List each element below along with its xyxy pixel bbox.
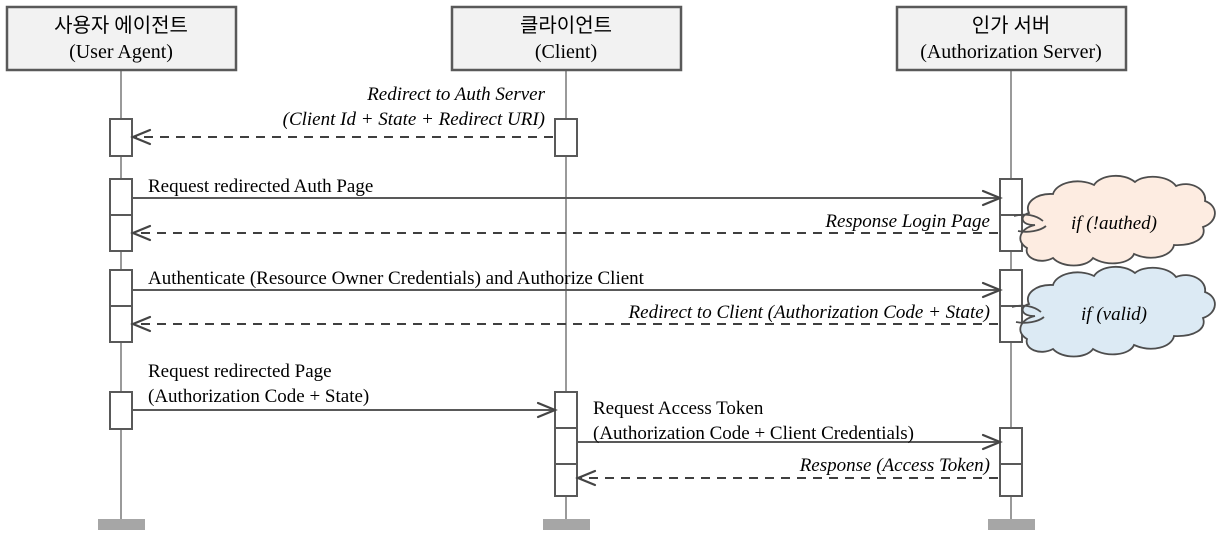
message-response-login-page[interactable]: Response Login Page [130,211,998,242]
activation-user-agent-3 [109,214,133,252]
message-request-redirected-auth-page[interactable]: Request redirected Auth Page [133,176,1003,207]
participant-name-korean: 인가 서버 [972,14,1051,37]
activation-auth-server-3 [999,269,1023,307]
condition-cloud-if-valid: if (valid) [1011,266,1216,358]
message-label-line-2: (Client Id + State + Redirect URI) [283,109,545,130]
activation-auth-server-5 [999,427,1023,465]
message-response-access-token[interactable]: Response (Access Token) [575,455,998,487]
participant-name-korean: 클라이언트 [520,14,612,37]
participant-header-client[interactable]: 클라이언트 (Client) [450,5,683,72]
participant-name-english: (Authorization Server) [920,41,1102,63]
message-label-line-2: (Authorization Code + State) [148,386,369,407]
participant-header-authorization-server[interactable]: 인가 서버 (Authorization Server) [895,5,1128,72]
activation-user-agent-4 [109,269,133,307]
termination-bar-user-agent [98,519,145,530]
message-authenticate-and-authorize-client[interactable]: Authenticate (Resource Owner Credentials… [133,268,1003,299]
message-request-redirected-page[interactable]: Request redirected Page (Authorization C… [133,361,558,419]
activation-client-3 [554,427,578,465]
participant-name-korean: 사용자 에이전트 [54,14,188,37]
termination-bar-authorization-server [988,519,1035,530]
activation-auth-server-1 [999,178,1023,216]
message-label-line-1: Redirect to Client (Authorization Code +… [628,302,990,323]
activation-user-agent-1 [109,118,133,157]
termination-bar-client [543,519,590,530]
message-label-line-1: Request redirected Auth Page [148,176,373,197]
activation-auth-server-4 [999,305,1023,343]
participant-header-user-agent[interactable]: 사용자 에이전트 (User Agent) [5,5,238,72]
message-label-line-2: (Authorization Code + Client Credentials… [593,423,914,444]
activation-user-agent-5 [109,305,133,343]
message-label-line-1: Request redirected Page [148,361,332,382]
message-label-line-1: Request Access Token [593,398,764,419]
activation-user-agent-2 [109,178,133,216]
message-request-access-token[interactable]: Request Access Token (Authorization Code… [578,398,1003,451]
participant-name-english: (Client) [535,41,597,63]
message-label-line-1: Authenticate (Resource Owner Credentials… [148,268,645,289]
message-label-line-1: Response Login Page [824,211,990,232]
activation-client-2 [554,391,578,429]
activation-user-agent-6 [109,391,133,430]
participant-name-english: (User Agent) [69,41,173,63]
condition-label: if (valid) [1081,304,1147,325]
message-redirect-to-client[interactable]: Redirect to Client (Authorization Code +… [130,302,998,333]
activation-client-4 [554,463,578,497]
activation-auth-server-6 [999,463,1023,497]
activation-auth-server-2 [999,214,1023,252]
message-label-line-1: Response (Access Token) [799,455,990,476]
activation-client-1 [554,118,578,157]
message-label-line-1: Redirect to Auth Server [366,84,545,105]
message-redirect-to-auth-server[interactable]: Redirect to Auth Server (Client Id + Sta… [130,84,553,146]
condition-cloud-if-not-authed: if (!authed) [1013,175,1216,267]
condition-label: if (!authed) [1071,213,1157,234]
